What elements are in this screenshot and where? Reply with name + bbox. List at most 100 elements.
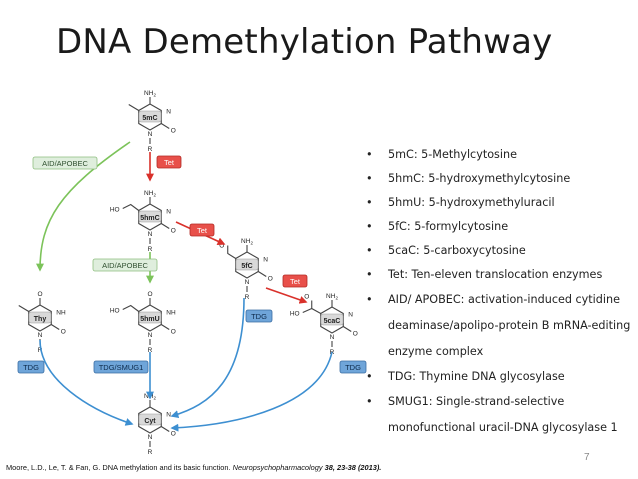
svg-text:AID/APOBEC: AID/APOBEC (102, 261, 148, 270)
enzyme-label-tdg-right: TDG (339, 360, 367, 374)
arrow-thy-to-cyt (39, 339, 134, 426)
r-group-label: R (148, 146, 153, 153)
svg-text:TDG: TDG (345, 363, 361, 372)
arrow-5fc-to-5cac (265, 287, 308, 304)
r-group-label: R (38, 347, 43, 354)
carbonyl-oxygen-label: O (171, 329, 176, 336)
carbonyl-oxygen-label: O (171, 228, 176, 235)
page-number: 7 (584, 452, 590, 463)
ring-nitrogen-label: N (166, 412, 171, 419)
citation-authors: Moore, L.D., Le, T. & Fan, G. DNA methyl… (6, 463, 231, 472)
slide-title: DNA Demethylation Pathway (56, 22, 553, 62)
molecule-label: 5hmU (140, 316, 159, 323)
molecule-label-box (320, 313, 344, 326)
molecule-label-box (138, 311, 162, 324)
hydroxyl-label: HO (110, 308, 120, 315)
citation-volume: 38, 23-38 (2013). (324, 463, 382, 472)
molecule-label-box (138, 413, 162, 426)
ring-nitrogen-label: NH (166, 310, 176, 317)
ring-nitrogen-label: N (148, 231, 153, 238)
ring-nitrogen-label: N (166, 209, 171, 216)
molecule-label: 5mC (142, 115, 157, 122)
ring-nitrogen-label: N (166, 109, 171, 116)
r-group-label: R (148, 449, 153, 456)
definition-item: AID/ APOBEC: activation-induced cytidine… (366, 287, 634, 365)
carbonyl-oxygen-label: O (171, 431, 176, 438)
methyl-bond (128, 104, 140, 111)
keto-oxygen-label: O (147, 291, 152, 298)
bond (50, 324, 60, 330)
definition-item: 5hmC: 5-hydroxymethylcytosine (366, 167, 634, 191)
formyl-oxygen-label: O (219, 243, 224, 250)
amine-group-label: NH2 (144, 90, 156, 98)
bond (160, 223, 170, 229)
bond (160, 426, 170, 432)
carbonyl-oxygen-label: O (171, 128, 176, 135)
ring-nitrogen-label: NH (56, 310, 66, 317)
citation-journal: Neuropsychopharmacology (232, 463, 323, 472)
ring-nitrogen-label: N (330, 334, 335, 341)
enzyme-label-tet-3: Tet (282, 274, 308, 288)
ring-nitrogen-label: N (148, 332, 153, 339)
bond (257, 271, 267, 277)
amine-group-label: NH2 (326, 293, 338, 301)
molecule-label: 5hmC (140, 215, 159, 222)
enzyme-labels: AID/APOBEC Tet Tet AID/APOBEC Tet TDG TD… (17, 155, 367, 374)
molecule-label-box (235, 258, 259, 271)
formyl-bond (227, 245, 237, 259)
citation: Moore, L.D., Le, T. & Fan, G. DNA methyl… (6, 463, 381, 472)
molecule-layer: 5mCNH2NONR5hmCNH2NONRHO5fCNH2NONRO5caCNH… (18, 90, 358, 456)
hydroxymethyl-bond (122, 304, 140, 312)
definitions-list: 5mC: 5-Methylcytosine 5hmC: 5-hydroxymet… (366, 143, 634, 441)
carboxyl-oxygen-label: O (304, 294, 309, 301)
carbonyl-oxygen-label: O (268, 276, 273, 283)
molecule-label-box (138, 210, 162, 223)
svg-text:Tet: Tet (197, 226, 208, 235)
r-group-label: R (148, 347, 153, 354)
definition-item: 5caC: 5-carboxycytosine (366, 239, 634, 263)
enzyme-label-tdg-left: TDG (17, 360, 45, 374)
enzyme-label-tet-2: Tet (189, 223, 215, 237)
pyrimidine-ring (138, 406, 162, 434)
r-group-label: R (245, 294, 250, 301)
molecule-label: Thy (34, 316, 47, 323)
r-group-label: R (148, 246, 153, 253)
ring-nitrogen-label: N (148, 131, 153, 138)
arrow-5fc-to-cyt (170, 297, 245, 419)
carbonyl-oxygen-label: O (353, 331, 358, 338)
hydroxymethyl-bond (122, 203, 140, 211)
ring-nitrogen-label: N (348, 312, 353, 319)
ring-nitrogen-label: N (263, 257, 268, 264)
methyl-bond (18, 305, 30, 312)
enzyme-label-tet-1: Tet (156, 155, 182, 169)
svg-text:TDG: TDG (251, 312, 267, 321)
molecule-label: 5fC (241, 263, 252, 270)
svg-text:TDG/SMUG1: TDG/SMUG1 (99, 363, 144, 372)
definition-item: 5fC: 5-formylcytosine (366, 215, 634, 239)
definition-item: TDG: Thymine DNA glycosylase (366, 365, 634, 389)
definition-item: SMUG1: Single-strand-selective monofunct… (366, 389, 634, 441)
bond (160, 123, 170, 129)
molecule-label-box (138, 110, 162, 123)
ring-nitrogen-label: N (148, 434, 153, 441)
ring-nitrogen-label: N (38, 332, 43, 339)
svg-text:AID/APOBEC: AID/APOBEC (42, 159, 88, 168)
enzyme-label-aid-apobec-1: AID/APOBEC (32, 156, 98, 170)
carboxyl-bond (311, 300, 322, 314)
pathway-arrows (36, 141, 333, 432)
definition-item: 5mC: 5-Methylcytosine (366, 143, 634, 167)
enzyme-label-tdg-smug1: TDG/SMUG1 (93, 360, 149, 374)
hydroxyl-label: HO (110, 207, 120, 214)
svg-text:Tet: Tet (290, 277, 301, 286)
definition-item: 5hmU: 5-hydroxymethyluracil (366, 191, 634, 215)
molecule-m5hmu: 5hmU O NH O N R HO (110, 291, 176, 354)
arrow-5mc-to-thy (36, 141, 131, 272)
amine-group-label: NH2 (144, 190, 156, 198)
svg-text:Tet: Tet (164, 158, 175, 167)
